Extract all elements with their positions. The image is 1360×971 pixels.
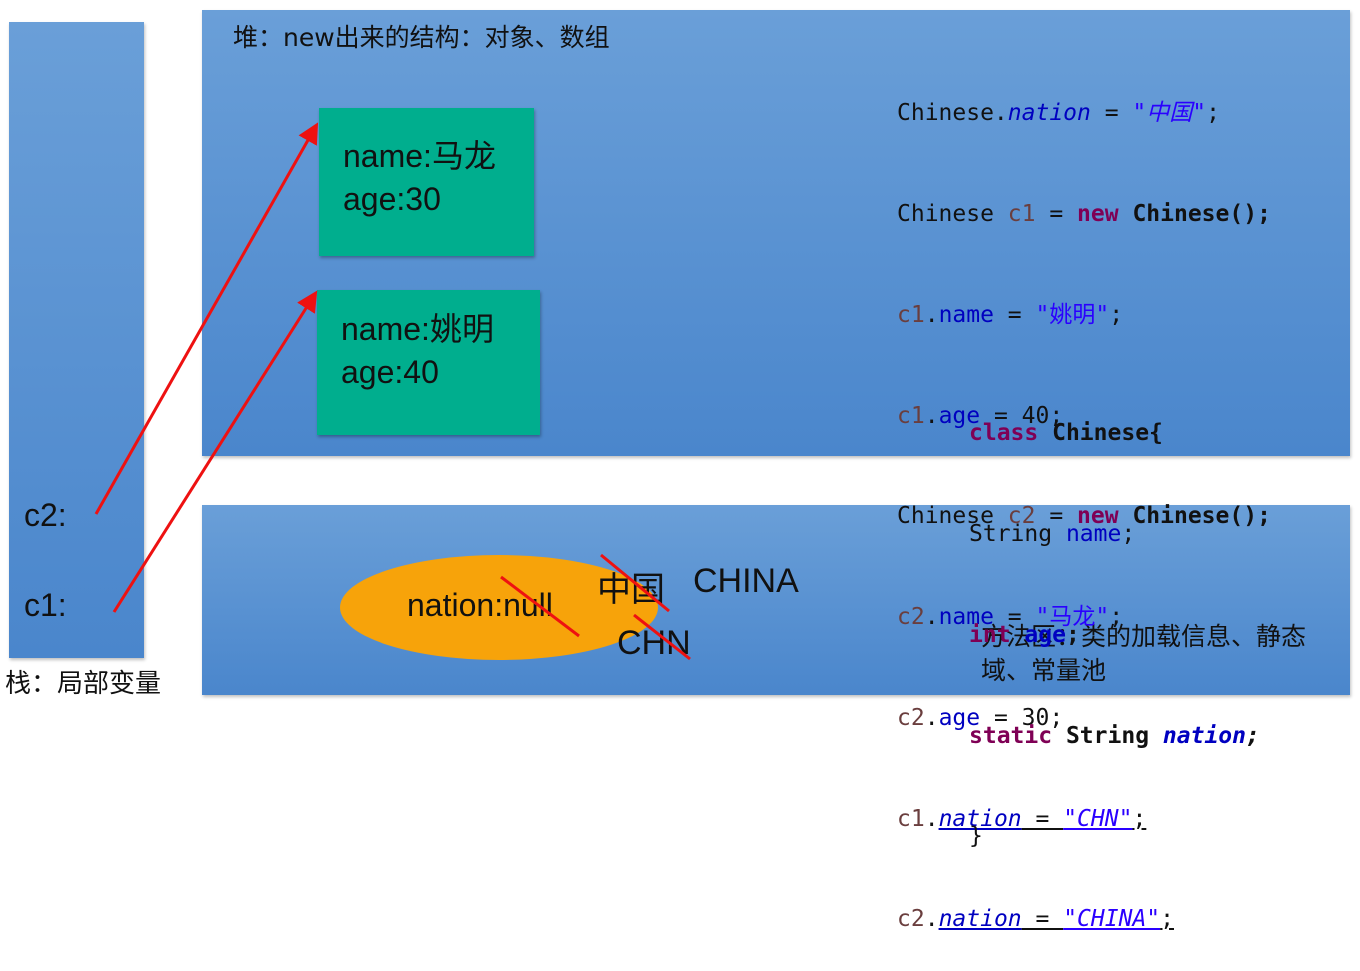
code-line: static String nation; [969,722,1260,749]
value-zhongguo: 中国 [597,570,665,610]
code-line: Chinese c1 = new Chinese(); [897,200,1271,227]
heap-title: 堆：new出来的结构：对象、数组 [233,23,610,52]
object-name-field: name:姚明 [341,311,494,347]
object-name-field: name:马龙 [343,138,496,174]
value-china: CHINA [693,562,799,600]
code-line: } [969,823,983,850]
code-line: c1.name = "姚明"; [897,301,1124,328]
stack-panel [9,22,144,658]
heap-object-malong: name:马龙 age:30 [319,108,534,256]
method-area-title: 方法区：类的加载信息、静态域、常量池 [981,622,1307,685]
stack-var-c1: c1: [24,587,67,623]
object-age-field: age:40 [341,354,439,390]
code-line: c2.name = "马龙"; [897,604,1124,631]
code-line: Chinese.nation = "中国"; [897,100,1220,127]
stack-var-c2: c2: [24,497,67,533]
code-line: c2.nation = "CHINA"; [897,906,1174,933]
code-line: int age; [969,621,1080,648]
code-line: c1.age = 40; [897,402,1064,429]
class-definition: class Chinese{ String name; int age; sta… [969,350,1260,888]
stack-title: 栈：局部变量 [5,669,162,699]
value-chn: CHN [617,624,691,662]
heap-object-yaoming: name:姚明 age:40 [317,290,540,435]
code-line: String name; [969,520,1136,547]
nation-field-label: nation:null [407,587,553,623]
object-age-field: age:30 [343,181,441,217]
code-line: class Chinese{ [969,420,1163,447]
code-line: Chinese c2 = new Chinese(); [897,503,1271,530]
